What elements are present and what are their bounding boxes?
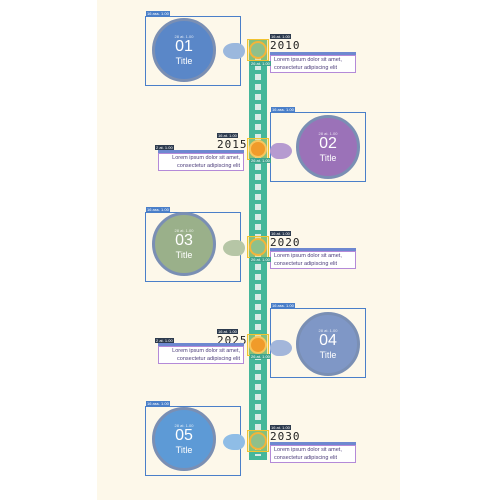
step-description: Lorem ipsum dolor sit amet, consectetur … — [270, 55, 356, 73]
description-line: consectetur adipiscing elit — [177, 162, 240, 169]
detection-tag: 16 at. 1.00 — [217, 133, 238, 138]
description-line: consectetur adipiscing elit — [274, 260, 337, 267]
step-description: Lorem ipsum dolor sit amet, consectetur … — [158, 153, 244, 171]
step-number: 04 — [319, 331, 337, 349]
timeline-node — [249, 336, 267, 354]
medal-circle: 28 at. 1.00 04 Title — [296, 312, 360, 376]
medal-inner-tag: 28 at. 1.00 — [318, 327, 338, 333]
detection-tag: 16 ass. 1.00 — [146, 401, 170, 406]
detection-tag: 16 ass. 1.00 — [271, 107, 295, 112]
step-title: Title — [175, 444, 193, 455]
medal-inner-tag: 28 at. 1.00 — [174, 422, 194, 428]
detection-tag: 2 at. 1.00 — [155, 338, 174, 343]
detection-tag: 26 at. 1.00 — [250, 257, 271, 262]
textbox-bar — [270, 248, 356, 251]
medal-tail — [270, 340, 292, 356]
detection-tag: 16 ass. 1.00 — [146, 11, 170, 16]
description-line: Lorem ipsum dolor sit amet, — [274, 447, 342, 453]
step-year: 2020 — [270, 236, 301, 249]
step-year: 2015 — [217, 138, 248, 151]
detection-tag: 16 at. 1.00 — [270, 231, 291, 236]
description-line: Lorem ipsum dolor sit amet, — [172, 155, 240, 161]
step-number: 05 — [175, 426, 193, 444]
textbox-bar — [158, 343, 244, 346]
timeline-node — [249, 140, 267, 158]
step-year: 2010 — [270, 39, 301, 52]
medal-tail — [270, 143, 292, 159]
detection-tag: 26 at. 1.00 — [250, 61, 271, 66]
step-description: Lorem ipsum dolor sit amet, consectetur … — [270, 445, 356, 463]
medal-circle: 28 at. 1.00 03 Title — [152, 212, 216, 276]
medal-circle: 28 at. 1.00 01 Title — [152, 18, 216, 82]
step-number: 02 — [319, 134, 337, 152]
medal-circle: 28 at. 1.00 05 Title — [152, 407, 216, 471]
medal-tail — [223, 240, 245, 256]
detection-tag: 2 at. 1.00 — [155, 145, 174, 150]
step-title: Title — [319, 152, 337, 163]
step-description: Lorem ipsum dolor sit amet, consectetur … — [158, 346, 244, 364]
medal-tail — [223, 43, 245, 59]
step-year: 2025 — [217, 334, 248, 347]
detection-tag: 16 at. 1.00 — [270, 425, 291, 430]
detection-tag: 16 ass. 1.00 — [146, 207, 170, 212]
medal-inner-tag: 28 at. 1.00 — [174, 33, 194, 39]
step-title: Title — [175, 249, 193, 260]
medal-tail — [223, 434, 245, 450]
step-year: 2030 — [270, 430, 301, 443]
textbox-bar — [270, 442, 356, 445]
medal-inner-tag: 28 at. 1.00 — [318, 130, 338, 136]
detection-tag: 26 at. 1.00 — [250, 354, 271, 359]
step-title: Title — [175, 55, 193, 66]
description-line: consectetur adipiscing elit — [274, 454, 337, 461]
medal-inner-tag: 28 at. 1.00 — [174, 227, 194, 233]
detection-tag: 16 at. 1.00 — [270, 34, 291, 39]
medal-circle: 28 at. 1.00 02 Title — [296, 115, 360, 179]
step-number: 03 — [175, 231, 193, 249]
timeline-node — [249, 41, 267, 59]
description-line: Lorem ipsum dolor sit amet, — [172, 348, 240, 354]
description-line: Lorem ipsum dolor sit amet, — [274, 253, 342, 259]
textbox-bar — [158, 150, 244, 153]
timeline-node — [249, 238, 267, 256]
step-description: Lorem ipsum dolor sit amet, consectetur … — [270, 251, 356, 269]
detection-tag: 26 at. 1.00 — [250, 158, 271, 163]
detection-tag: 16 at. 1.00 — [217, 329, 238, 334]
step-number: 01 — [175, 37, 193, 55]
step-title: Title — [319, 349, 337, 360]
description-line: consectetur adipiscing elit — [274, 64, 337, 71]
timeline-node — [249, 432, 267, 450]
description-line: Lorem ipsum dolor sit amet, — [274, 57, 342, 63]
detection-tag: 16 ass. 1.00 — [271, 303, 295, 308]
textbox-bar — [270, 52, 356, 55]
description-line: consectetur adipiscing elit — [177, 355, 240, 362]
